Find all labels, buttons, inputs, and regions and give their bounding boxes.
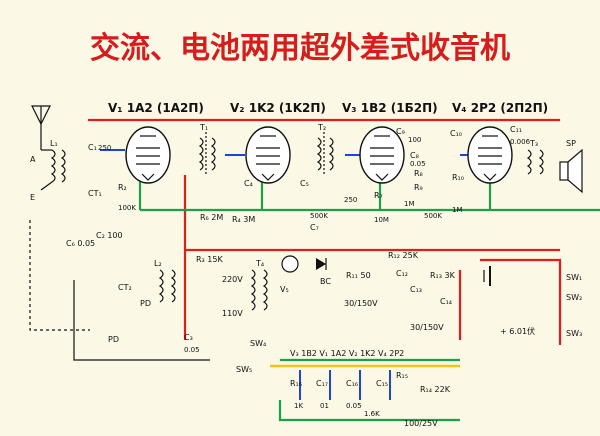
label-ct1: CT₁ [88,189,102,198]
label-c11: C₁₁ [510,125,522,134]
label-r11: R₁₁ 50 [346,271,371,280]
label-r4: R₄ 3M [232,215,255,224]
label-tube-v1: V₁ 1A2 (1A2Π) [108,101,204,115]
label-r6: R₆ 2M [200,213,223,222]
tube-v2-symbol [245,126,291,184]
label-antenna-a: A [30,155,36,164]
label-500k-2: 500K [424,212,442,220]
label-r8: R₈ [414,169,423,178]
label-0-05: 0.05 [410,160,426,168]
label-c11-val: 0.006 [510,138,531,146]
label-r7: R₇ [374,191,383,200]
tube-v3-symbol [359,126,405,184]
rectifier-diode-icon [316,258,327,270]
label-30-150: 30/150V [344,299,378,308]
label-c8: C₈ [410,151,419,160]
label-sw5: SW₅ [236,365,252,374]
label-r16: R₁₆ [290,379,302,388]
label-c3: C₃ [184,333,193,342]
label-r14: R₁₄ 22K [420,385,451,394]
label-bc: BC [320,277,331,286]
label-pd: PD [140,299,151,308]
label-r10: R₁₀ [452,173,464,182]
label-t1: T₁ [199,123,208,132]
label-01: 01 [320,402,329,410]
label-sp: SP [566,139,576,148]
label-r2: R₂ [118,183,127,192]
label-c1: C₁ [88,143,97,152]
rectifier-tube-v5 [281,255,299,273]
battery-icon [483,266,491,286]
label-l1: L₁ [50,139,58,148]
label-c5: C₅ [300,179,309,188]
osc-coil-l2 [158,269,176,303]
label-1-6k: 1.6K [364,410,380,418]
label-bottom-tubes: V₃ 1B2 V₁ 1A2 V₂ 1K2 V₄ 2P2 [290,349,404,358]
label-antenna-e: E [30,193,35,202]
label-sw4: SW₄ [250,339,266,348]
if-transformer-t1 [198,132,216,176]
label-sw1: SW₁ [566,273,582,282]
label-500k: 500K [310,212,328,220]
label-pd-2: PD [108,335,119,344]
label-c14: C₁₄ [440,297,452,306]
label-tube-v2: V₂ 1K2 (1K2Π) [230,101,326,115]
label-c4: C₄ [244,179,253,188]
label-r3: R₃ 15K [196,255,223,264]
output-transformer-t3 [526,149,544,175]
label-t3: T₃ [529,139,538,148]
label-100: 100 [408,136,421,144]
label-c15: C₁₅ [376,379,388,388]
label-c17: C₁₇ [316,379,328,388]
label-r15: R₁₅ [396,371,408,380]
diagram-title: 交流、电池两用超外差式收音机 [90,31,510,66]
tube-v1-symbol [125,126,171,184]
label-l2: L₂ [154,259,162,268]
label-r7-val: 10M [374,216,389,224]
label-1m-2: 1M [452,206,463,214]
label-0-05-b: 0.05 [346,402,362,410]
tube-v4-symbol [467,126,513,184]
label-battery: + 6.01伏 [500,326,535,336]
label-220v: 220V [222,275,243,284]
label-c3-val: 0.05 [184,346,200,354]
label-tube-v4: V₄ 2P2 (2Π2Π) [452,101,548,115]
label-tube-v3: V₃ 1B2 (1Б2Π) [342,101,438,115]
label-c10: C₁₀ [450,129,462,138]
label-c12: C₁₂ [396,269,408,278]
label-110v: 110V [222,309,243,318]
label-t2: T₂ [317,123,326,132]
label-30-150-2: 30/150V [410,323,444,332]
label-250: 250 [344,196,357,204]
label-r2-val: 100K [118,204,136,212]
label-r12: R₁₂ 25K [388,251,419,260]
input-coil-l1 [40,149,66,191]
label-c9: C₉ [396,127,405,136]
label-sw3: SW₃ [566,329,582,338]
label-1m: 1M [404,200,415,208]
if-transformer-t2 [316,132,334,176]
antenna-symbol [31,105,51,150]
label-1k: 1K [294,402,303,410]
label-c16: C₁₆ [346,379,358,388]
label-v5: V₅ [280,285,289,294]
power-transformer-t4 [250,269,268,311]
label-r13: R₁₃ 3K [430,271,456,280]
speaker-icon [559,148,583,194]
label-ct2: CT₂ [118,283,132,292]
label-c6: C₆ 0.05 [66,239,95,248]
label-c1-val: 250 [98,144,111,152]
label-c13: C₁₃ [410,285,422,294]
label-r9: R₉ [414,183,423,192]
label-c7: C₇ [310,223,319,232]
label-c2: C₂ 100 [96,231,123,240]
label-100-25v: 100/25V [404,419,438,428]
label-sw2: SW₂ [566,293,582,302]
label-t4: T₄ [255,259,264,268]
